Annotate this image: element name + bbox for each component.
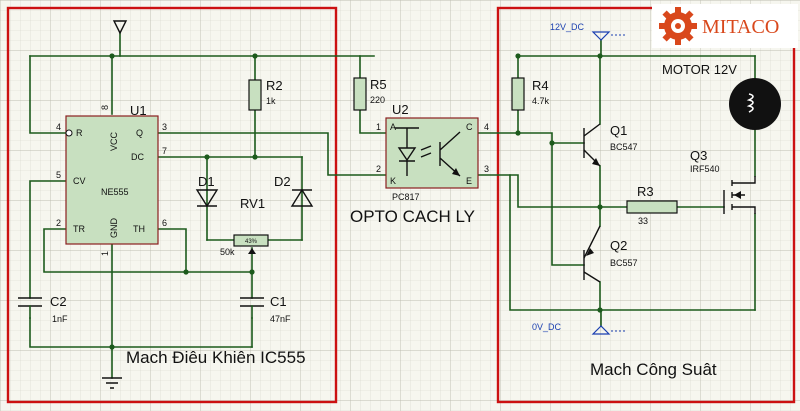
control-section-title: Mach Điêu Khiên IC555 <box>126 348 306 367</box>
q3-part: IRF540 <box>690 164 720 174</box>
u1-pinnum-4: 4 <box>56 122 61 132</box>
q2-transistor <box>583 225 601 283</box>
u2-pin-e: E <box>466 176 472 186</box>
u1-ref: U1 <box>130 103 147 118</box>
u2-pinnum-3: 3 <box>484 164 489 174</box>
u2-pin-c: C <box>466 122 473 132</box>
u1-pin-tr: TR <box>73 224 85 234</box>
u2-part: PC817 <box>392 192 420 202</box>
u1-part: NE555 <box>101 187 129 197</box>
r5-resistor <box>353 77 367 111</box>
u1-pinnum-1: 1 <box>100 251 110 256</box>
r5-value: 220 <box>370 95 385 105</box>
ground-icon <box>102 377 122 389</box>
d1-diode <box>195 189 219 208</box>
r2-resistor <box>248 79 262 111</box>
c2-ref: C2 <box>50 294 67 309</box>
u2-pinnum-1: 1 <box>376 122 381 132</box>
r3-value: 33 <box>638 216 648 226</box>
junctions <box>109 53 603 350</box>
rv1-wiper-icon <box>248 248 256 254</box>
vcc-arrow-icon <box>112 20 128 35</box>
q1-part: BC547 <box>610 142 638 152</box>
rail-top-terminal-icon <box>591 31 611 41</box>
u1-pin-cv: CV <box>73 176 86 186</box>
u1-pinnum-5: 5 <box>56 170 61 180</box>
c1-ref: C1 <box>270 294 287 309</box>
r5-ref: R5 <box>370 77 387 92</box>
u2-pinnum-2: 2 <box>376 164 381 174</box>
u1-pin-r: R <box>76 128 83 138</box>
power-frame <box>496 6 796 404</box>
u1-pinnum-2: 2 <box>56 218 61 228</box>
u1-body <box>65 115 159 245</box>
gear-icon <box>659 7 697 45</box>
u1-reset-bubble <box>65 129 73 137</box>
q1-transistor <box>583 123 601 167</box>
c2-value: 1nF <box>52 314 68 324</box>
q3-mosfet <box>723 176 756 214</box>
opto-section-title: OPTO CACH LY <box>350 207 475 226</box>
rail-top-label: 12V_DC <box>550 22 585 32</box>
d1-ref: D1 <box>198 174 215 189</box>
power-section-title: Mach Công Suât <box>590 360 717 379</box>
u2-pin-k: K <box>390 176 396 186</box>
rail-bottom-label: 0V_DC <box>532 322 562 332</box>
control-frame <box>6 6 338 404</box>
rv1-setting: 43% <box>245 239 258 245</box>
brand-name: MITACO <box>702 16 779 38</box>
q2-ref: Q2 <box>610 238 627 253</box>
motor-label: MOTOR 12V <box>662 62 737 77</box>
u1-pin-th: TH <box>133 224 145 234</box>
d2-ref: D2 <box>274 174 291 189</box>
u2-pinnum-4: 4 <box>484 122 489 132</box>
u1-pinnum-8: 8 <box>100 105 110 110</box>
q2-part: BC557 <box>610 258 638 268</box>
rail-bottom-terminal-icon <box>591 325 611 335</box>
motor-icon <box>729 78 781 130</box>
rv1-potentiometer <box>233 234 269 247</box>
rv1-value: 50k <box>220 247 235 257</box>
u1-pinnum-6: 6 <box>162 218 167 228</box>
r3-resistor <box>626 200 678 214</box>
rv1-ref: RV1 <box>240 196 265 211</box>
u1-pin-vcc: VCC <box>109 131 119 151</box>
r2-ref: R2 <box>266 78 283 93</box>
brand-logo: MITACO <box>652 4 798 48</box>
u2-ref: U2 <box>392 102 409 117</box>
r4-value: 4.7k <box>532 96 550 106</box>
c1-value: 47nF <box>270 314 291 324</box>
u1-pin-dc: DC <box>131 152 144 162</box>
c1-capacitor <box>240 297 264 319</box>
u1-pin-q: Q <box>136 128 143 138</box>
r4-ref: R4 <box>532 78 549 93</box>
c2-capacitor <box>18 297 42 319</box>
r2-value: 1k <box>266 96 276 106</box>
u1-pinnum-7: 7 <box>162 146 167 156</box>
u1-pinnum-3: 3 <box>162 122 167 132</box>
u1-pin-gnd: GND <box>109 218 119 239</box>
u2-body <box>385 117 479 189</box>
u2-pin-a: A <box>390 122 396 132</box>
q1-ref: Q1 <box>610 123 627 138</box>
wires <box>29 32 756 379</box>
u2-light-arrows-icon <box>420 145 432 158</box>
d2-diode <box>290 188 314 207</box>
q3-ref: Q3 <box>690 148 707 163</box>
r4-resistor <box>511 77 525 111</box>
r3-ref: R3 <box>637 184 654 199</box>
